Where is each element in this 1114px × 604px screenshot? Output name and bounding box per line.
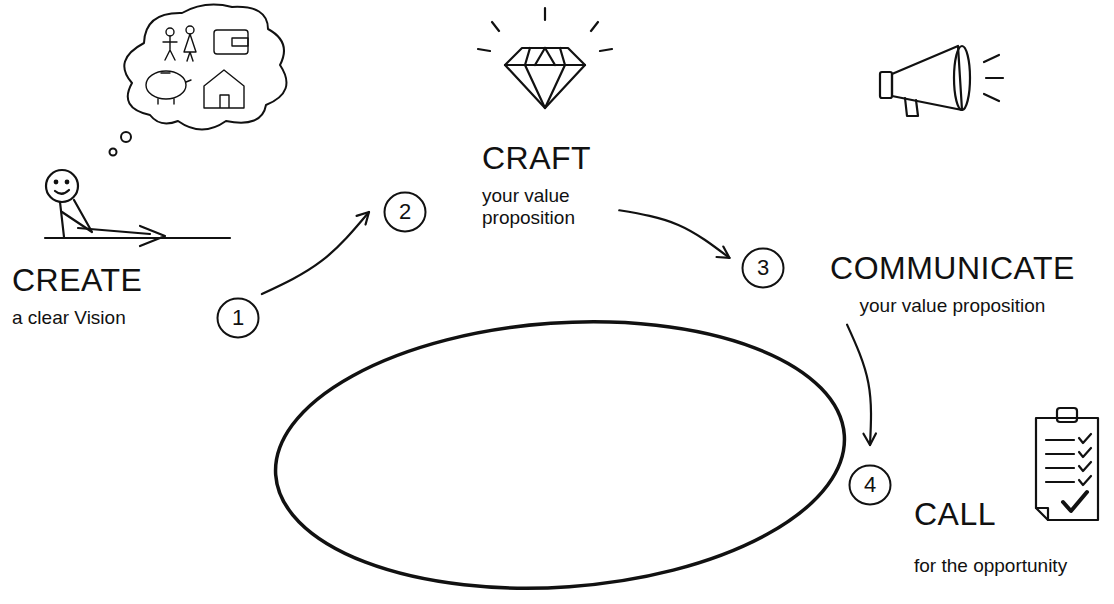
sparkle-rays: [478, 8, 612, 51]
thought-dot: [121, 132, 131, 142]
checklist-ticks: [1079, 434, 1091, 485]
wallet-icon: [214, 30, 248, 54]
person-head: [46, 170, 78, 202]
arrow-line: [262, 212, 369, 294]
megaphone-icon: [880, 46, 1003, 116]
arrow-line: [847, 325, 871, 445]
step-description: a clear Vision: [12, 307, 143, 329]
family-figure: [184, 34, 196, 61]
step-heading: COMMUNICATE: [830, 250, 1075, 287]
number-circle-outline: [218, 299, 259, 338]
piggy-bank: [158, 73, 191, 104]
central-oval: [266, 303, 853, 604]
step-number-circle: 4: [848, 463, 892, 507]
piggy-bank: [146, 71, 186, 99]
thought-cloud: [124, 5, 286, 130]
family-figure: [163, 36, 177, 60]
megaphone-horn: [892, 46, 962, 110]
step-label: CREATE a clear Vision: [8, 258, 147, 333]
clipboard-fold: [1036, 508, 1048, 520]
wallet-icon: [232, 38, 248, 46]
clipboard-icon: [1036, 408, 1098, 520]
step-description: for the opportunity: [914, 555, 1068, 577]
clipboard-clip: [1057, 408, 1077, 422]
callout-number: 4: [864, 473, 876, 497]
arrow-head: [717, 247, 730, 258]
flow-arrow: [619, 210, 729, 258]
step-number-circle: 1: [216, 296, 260, 340]
number-circle-outline: [850, 466, 891, 505]
dream-icons: [146, 26, 248, 108]
arrow-line: [619, 210, 729, 258]
step-label: COMMUNICATE your value proposition: [826, 246, 1079, 321]
family-figure: [186, 26, 194, 34]
diamond-outline: [505, 48, 585, 108]
arrow-head: [357, 212, 369, 225]
callout-number: 1: [232, 306, 244, 330]
megaphone-bell: [954, 46, 970, 110]
person-body: [60, 202, 64, 237]
diamond-icon: [478, 8, 612, 108]
step-heading: CREATE: [12, 262, 143, 299]
megaphone-handle: [905, 98, 918, 116]
sound-lines: [984, 55, 1003, 101]
flow-arrow: [262, 212, 369, 294]
thinking-person: [45, 170, 230, 246]
person-eye: [55, 181, 58, 184]
step-label: CALL for the opportunity: [910, 492, 1072, 581]
person-eye: [66, 181, 69, 184]
step-description: your value proposition: [482, 185, 602, 229]
step-label: CRAFT your value proposition: [478, 136, 606, 233]
step-heading: CALL: [914, 496, 1068, 533]
person-smile: [55, 190, 69, 194]
person-hand: [78, 226, 165, 246]
thought-bubble: [110, 5, 287, 156]
table-line: [45, 237, 230, 239]
callout-number: 3: [757, 256, 769, 280]
arrow-head: [863, 433, 875, 445]
callout-number: 2: [399, 200, 411, 224]
diamond-facets: [505, 48, 585, 108]
person-arm: [62, 200, 92, 232]
number-circle-outline: [743, 249, 784, 288]
number-circle-outline: [385, 193, 426, 232]
step-number-circle: 3: [741, 246, 785, 290]
megaphone-mouthpiece: [880, 72, 892, 98]
flow-arrow: [847, 325, 876, 445]
step-description: your value proposition: [830, 295, 1075, 317]
step-heading: CRAFT: [482, 140, 602, 177]
family-figure: [166, 28, 174, 36]
clipboard-board: [1036, 418, 1098, 520]
checklist-lines: [1046, 440, 1074, 482]
thought-dot: [110, 149, 117, 156]
house-icon: [204, 70, 244, 108]
big-check: [1063, 492, 1087, 511]
step-number-circle: 2: [383, 190, 427, 234]
